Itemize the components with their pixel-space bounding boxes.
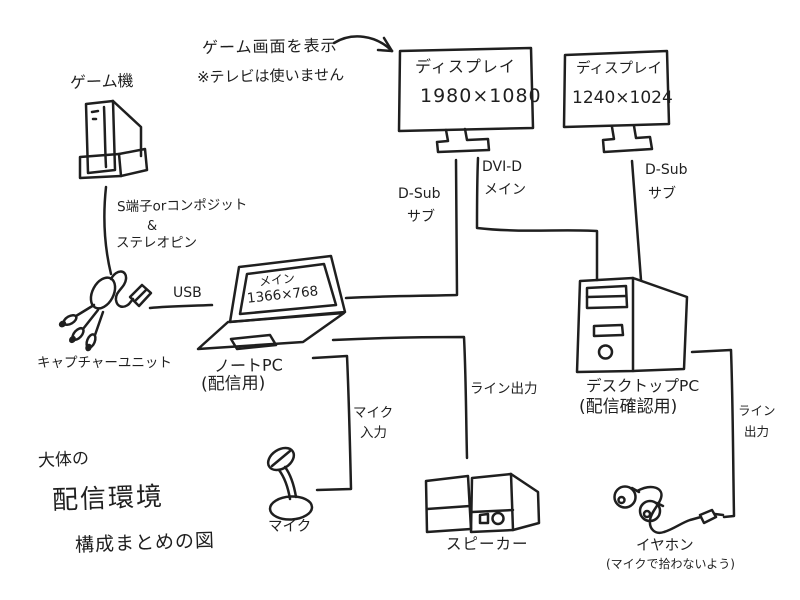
cable-usb <box>148 303 214 310</box>
cable-label-line-out-speaker: ライン出力 <box>470 381 538 397</box>
display-sub-label: ディスプレイ <box>576 61 662 77</box>
annotation-game-screen: ゲーム画面を表示 <box>201 35 338 58</box>
desktop-pc-drawing <box>575 276 689 374</box>
cable-label-sterminal-1: S端子orコンポジット <box>116 196 248 216</box>
connection-lines <box>103 156 736 519</box>
cable-label-dsub-left-2: サブ <box>407 209 435 225</box>
display-main-resolution: 1980×1080 <box>420 85 542 107</box>
display-sub-resolution: 1240×1024 <box>572 88 673 108</box>
arrow-icon <box>332 35 394 53</box>
microphone-drawing <box>266 446 314 521</box>
capture-unit-drawing <box>58 270 153 352</box>
title-line-3: 構成まとめの図 <box>74 529 216 557</box>
laptop-drawing <box>196 254 347 351</box>
display-main-label: ディスプレイ <box>415 57 516 76</box>
cable-label-dsub-right-1: D-Sub <box>645 162 688 178</box>
cable-desktop-to-display-sub <box>630 159 643 282</box>
capture-unit-label: キャプチャーユニット <box>37 355 172 371</box>
cable-laptop-to-display-main <box>344 158 459 300</box>
cable-label-dvid-1: DVI-D <box>482 159 523 175</box>
laptop-label: ノートPC <box>213 355 283 376</box>
annotation-no-tv: ※テレビは使いません <box>196 65 345 87</box>
earphone-note: (マイクで拾わないよう) <box>606 557 735 571</box>
cable-label-dsub-left-1: D-Sub <box>398 186 441 202</box>
cable-laptop-to-speaker <box>331 335 469 460</box>
speaker-drawing <box>424 472 541 534</box>
cable-label-line-out-ear-1: ライン <box>738 403 776 418</box>
cable-label-dvid-2: メイン <box>484 182 526 198</box>
cable-label-sterminal-3: ステレオピン <box>116 235 197 251</box>
cable-label-mic-in-2: 入力 <box>360 425 387 441</box>
laptop-role-label: (配信用) <box>200 373 266 395</box>
display-sub-drawing <box>562 49 671 154</box>
cable-label-mic-in-1: マイク <box>353 405 394 421</box>
mic-label: マイク <box>268 519 312 535</box>
game-console-label: ゲーム機 <box>69 70 134 93</box>
earphone-drawing <box>613 485 725 534</box>
cable-label-sterminal-2: & <box>147 219 158 234</box>
speaker-label: スピーカー <box>446 535 529 553</box>
desktop-pc-label: デスクトップPC <box>586 377 700 395</box>
cable-label-usb: USB <box>173 285 202 301</box>
title-line-1: 大体の <box>37 448 90 472</box>
cable-laptop-to-mic <box>311 354 353 492</box>
cable-console-to-capture <box>103 185 113 276</box>
cable-desktop-to-display-main <box>475 156 599 282</box>
earphone-label: イヤホン <box>636 538 694 554</box>
game-console-drawing <box>78 99 149 180</box>
display-main-drawing <box>397 46 535 154</box>
title-line-2: 配信環境 <box>51 482 165 516</box>
cable-label-dsub-right-2: サブ <box>648 186 676 202</box>
cable-desktop-to-earphone <box>690 348 736 519</box>
desktop-pc-role-label: (配信確認用) <box>579 397 678 417</box>
cable-label-line-out-ear-2: 出力 <box>744 424 770 439</box>
